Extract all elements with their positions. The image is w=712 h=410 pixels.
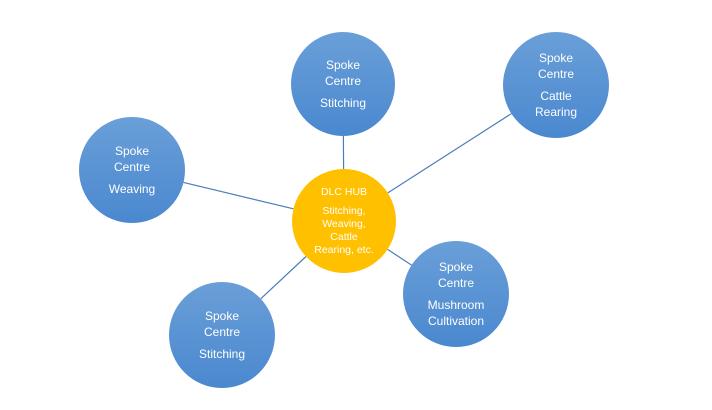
- spoke-label: Rearing: [535, 105, 577, 119]
- spoke-title: Spoke: [326, 58, 360, 72]
- hub-title: DLC HUB: [321, 186, 367, 198]
- spoke-circle[interactable]: [291, 32, 395, 136]
- spoke-circle[interactable]: [403, 241, 509, 347]
- connector-cattle-rearing: [387, 113, 512, 194]
- spoke-title: Centre: [325, 74, 361, 88]
- spoke-label: Stitching: [320, 96, 366, 110]
- spoke-title: Spoke: [205, 309, 239, 323]
- connector-bottom-stitching: [260, 256, 307, 300]
- spoke-title: Centre: [204, 325, 240, 339]
- spoke-title: Spoke: [115, 144, 149, 158]
- hub-node[interactable]: DLC HUB Stitching,Weaving,CattleRearing, …: [292, 169, 396, 273]
- hub-activity-line: Cattle: [330, 231, 358, 243]
- spoke-title: Centre: [438, 276, 474, 290]
- spoke-title: Centre: [538, 67, 574, 81]
- hub-activity-line: Rearing, etc.: [314, 244, 374, 256]
- spoke-label: Stitching: [199, 347, 245, 361]
- spoke-label: Cattle: [540, 89, 572, 103]
- hub-activity-line: Weaving,: [322, 218, 366, 230]
- spoke-title: Spoke: [539, 51, 573, 65]
- spoke-circle[interactable]: [169, 282, 275, 388]
- spoke-title: Centre: [114, 160, 150, 174]
- spoke-title: Spoke: [439, 260, 473, 274]
- connectors: [183, 113, 512, 300]
- spoke-label: Cultivation: [428, 314, 484, 328]
- hub-activity-line: Stitching,: [322, 205, 365, 217]
- connector-weaving: [183, 181, 294, 210]
- connector-mushroom-cultivation: [387, 248, 412, 266]
- spoke-circle[interactable]: [503, 32, 609, 138]
- spoke-label: Weaving: [109, 182, 155, 196]
- hub-circle[interactable]: [292, 169, 396, 273]
- spoke-label: Mushroom: [428, 298, 485, 312]
- spoke-circle[interactable]: [79, 117, 185, 223]
- nodes: SpokeCentreStitchingSpokeCentreCattleRea…: [79, 32, 609, 388]
